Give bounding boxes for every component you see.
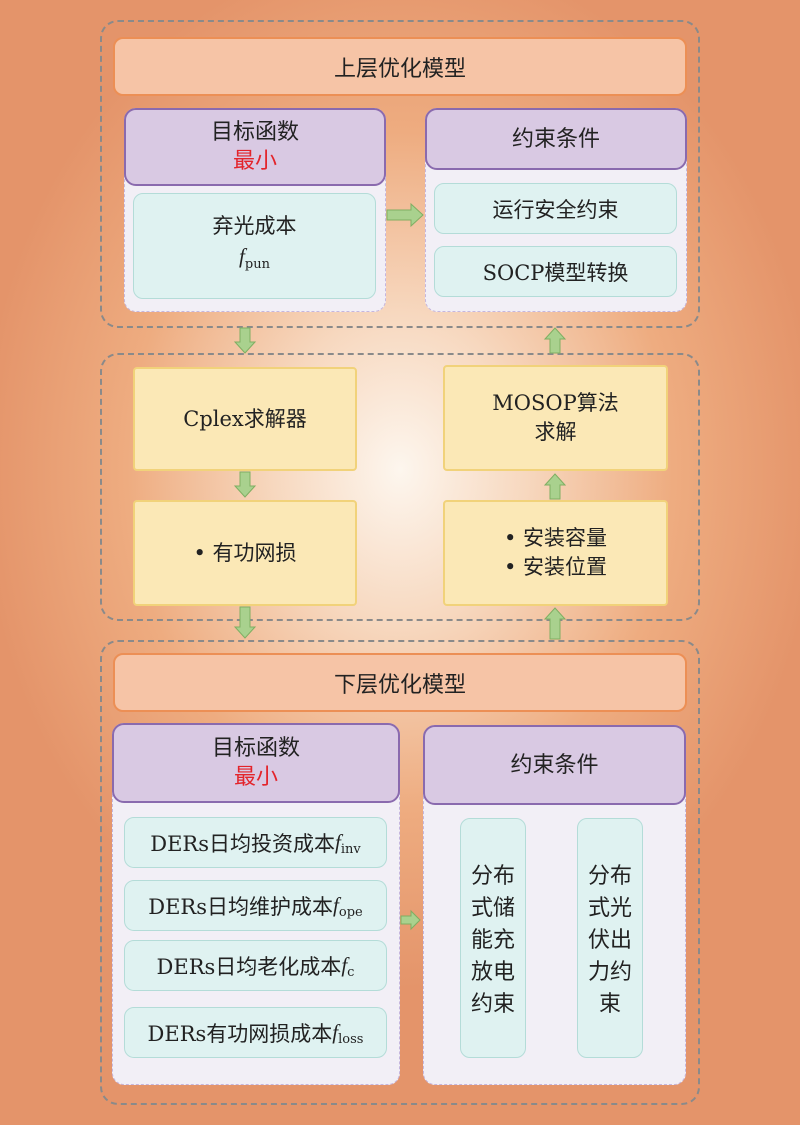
objective-qualifier: 最小	[232, 149, 277, 174]
arrow-up-icon	[543, 607, 567, 640]
pv-constraint-box: 分布式光伏出力约束	[577, 818, 643, 1058]
pv-constraint-text: 分布式光伏出力约束	[587, 864, 632, 1017]
curtailment-cost-text: 弃光成本	[212, 214, 297, 239]
installation-box: • 安装容量 • 安装位置	[443, 500, 668, 606]
lower-objective-header: 目标函数 最小	[112, 723, 400, 803]
solver-group	[100, 353, 700, 621]
arrow-up-icon	[543, 327, 567, 354]
storage-constraint-text: 分布式储能充放电约束	[470, 864, 515, 1017]
arrow-down-icon	[233, 327, 257, 354]
upper-model-group	[100, 20, 700, 328]
objective-label: 目标函数	[210, 120, 299, 145]
arrow-down-icon	[233, 471, 257, 498]
subscript: c	[347, 965, 355, 980]
symbol: f	[333, 893, 339, 917]
cplex-solver-box: Cplex求解器	[133, 367, 357, 471]
upper-model-title: 上层优化模型	[113, 37, 687, 96]
subscript: pun	[244, 257, 270, 273]
upper-objective-header: 目标函数 最小	[124, 108, 386, 186]
objective-label: 目标函数	[211, 736, 300, 761]
symbol: f	[332, 1020, 339, 1044]
arrow-right-icon	[386, 202, 424, 228]
mosop-box: MOSOP算法 求解	[443, 365, 668, 471]
upper-constraints-header: 约束条件	[425, 108, 687, 170]
arrow-right-icon	[400, 909, 421, 931]
install-capacity: • 安装容量	[503, 526, 608, 550]
storage-constraint-box: 分布式储能充放电约束	[460, 818, 526, 1058]
constraint-item: 运行安全约束	[434, 183, 677, 234]
constraint-item: SOCP模型转换	[434, 246, 677, 297]
lower-model-group	[100, 640, 700, 1105]
lower-constraints-header: 约束条件	[423, 725, 686, 805]
cost-text: DERs日均维护成本	[148, 894, 334, 919]
symbol: f	[239, 244, 245, 269]
cost-text: DERs日均投资成本	[150, 831, 336, 856]
arrow-up-icon	[543, 473, 567, 500]
curtailment-cost-box: 弃光成本 fpun	[133, 193, 376, 299]
subscript: loss	[338, 1032, 364, 1047]
mosop-line1: MOSOP算法	[492, 391, 619, 415]
objective-qualifier: 最小	[233, 765, 278, 790]
arrow-down-icon	[233, 606, 257, 639]
install-location: • 安装位置	[503, 555, 608, 579]
symbol: f	[335, 830, 341, 854]
mosop-line2: 求解	[534, 420, 577, 444]
subscript: inv	[340, 842, 361, 857]
symbol: f	[341, 953, 348, 977]
cost-text: DERs有功网损成本	[147, 1021, 333, 1046]
lower-model-title: 下层优化模型	[113, 653, 687, 712]
cost-text: DERs日均老化成本	[156, 954, 342, 979]
active-loss-box: • 有功网损	[133, 500, 357, 606]
subscript: ope	[338, 905, 363, 920]
